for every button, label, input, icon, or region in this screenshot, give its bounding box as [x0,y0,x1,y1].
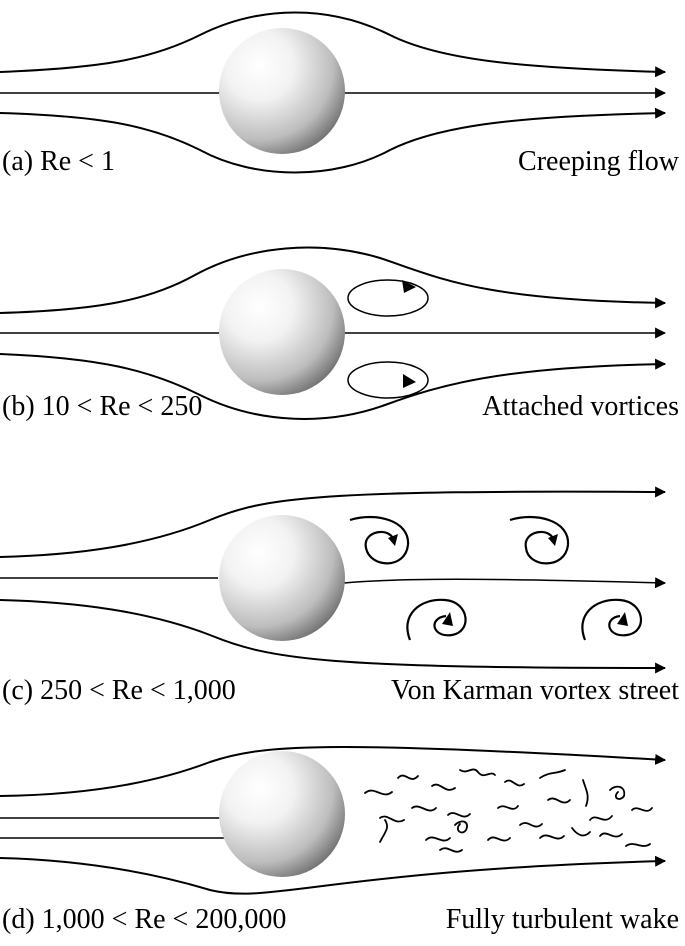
sphere [219,751,345,877]
panel-b [0,246,667,420]
panel-b-condition: (b) 10 < Re < 250 [2,391,203,422]
streamline-bottom [0,353,667,420]
shed-vortex-3 [406,598,467,641]
turbulent-wake [364,768,653,853]
panel-c-condition: (c) 250 < Re < 1,000 [2,675,236,706]
streamline-top [0,746,667,797]
panel-c [0,486,667,674]
panel-b-regime: Attached vortices [482,391,679,422]
streamline-top [0,11,667,78]
streamline-bottom [0,855,667,895]
shed-vortex-4 [581,598,643,641]
panel-c-regime: Von Karman vortex street [391,675,679,706]
vortex-arrowhead-lower [403,374,416,388]
panel-a-condition: (a) Re < 1 [2,146,115,177]
vortex-arrowhead-3 [442,612,453,626]
vortex-arrowhead-upper [402,280,416,293]
vortex-arrowhead-2 [548,534,558,546]
panel-a-regime: Creeping flow [518,146,679,177]
streamline-top [0,246,667,314]
vortex-arrowhead-1 [388,534,398,546]
sphere [219,28,345,154]
shed-vortex-2 [509,516,570,565]
streamline-top [0,486,667,558]
vortex-arrowhead-4 [617,612,628,626]
shed-vortex-1 [349,516,410,565]
panel-d-condition: (d) 1,000 < Re < 200,000 [2,904,287,935]
attached-vortex-upper [347,279,429,317]
streamline-bottom [0,107,667,174]
streamline-center [0,578,665,583]
panel-a [0,11,667,174]
attached-vortex-lower [347,361,429,399]
panel-d [0,746,667,895]
panel-d-regime: Fully turbulent wake [445,904,679,935]
sphere [219,515,345,641]
streamline-bottom [0,599,667,674]
sphere [219,269,345,395]
